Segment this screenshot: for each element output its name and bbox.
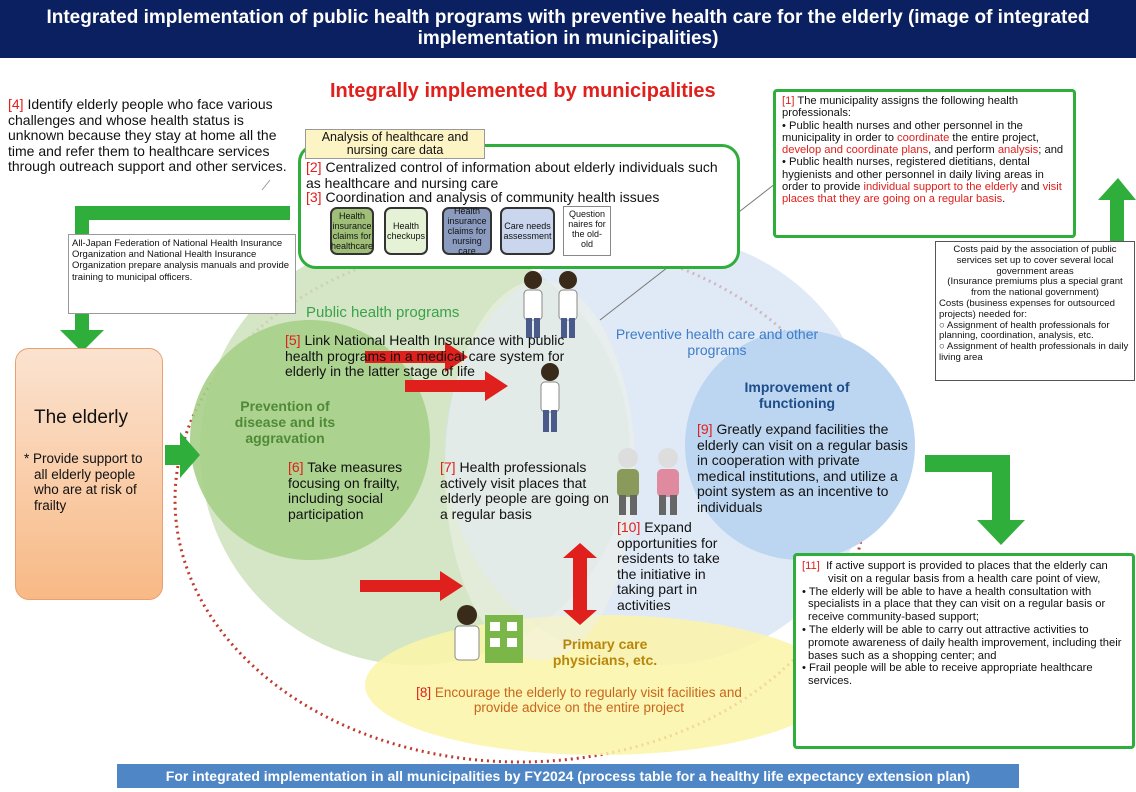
health-professionals-illustration: [523, 271, 578, 432]
item-9-text: Greatly expand facilities the elderly ca…: [697, 421, 908, 515]
costs-o2: ○ Assignment of health professionals in …: [939, 341, 1129, 363]
item-1-number: [1]: [782, 95, 795, 107]
item-6-text: Take measures focusing on frailty, inclu…: [288, 459, 403, 522]
doc-questionnaires: Question naires for the old-old: [563, 206, 611, 256]
item-8-text: Encourage the elderly to regularly visit…: [434, 685, 742, 715]
arrow-down-to-outcomes: [925, 455, 1025, 545]
item-10-number: [10]: [617, 519, 641, 535]
arrow-to-elderly: [60, 200, 290, 352]
item-4: [4] Identify elderly people who face var…: [8, 96, 298, 175]
item-2: [2] Centralized control of information a…: [306, 159, 736, 191]
item-1-bullet-2: • Public health nurses, registered dieti…: [782, 156, 1062, 206]
item-2-text: Centralized control of information about…: [306, 159, 718, 191]
item-4-number: [4]: [8, 96, 24, 112]
item-9: [9] Greatly expand facilities the elderl…: [697, 421, 909, 515]
item-11-bullet-text: The elderly will be able to have a healt…: [808, 585, 1106, 624]
item-11-bullet-text: The elderly will be able to carry out at…: [808, 623, 1122, 662]
item-10: [10] Expand opportunities for residents …: [617, 519, 739, 613]
arrow-elderly-to-programs: [165, 432, 200, 478]
item-5-text: Link National Health Insurance with publ…: [285, 332, 565, 379]
item-10-text: Expand opportunities for residents to ta…: [617, 519, 720, 613]
item-1-b2-red2: visit places that they are going on a re…: [782, 181, 1062, 206]
item-5: [5] Link National Health Insurance with …: [285, 332, 570, 380]
page-title: Integrated implementation of public heal…: [0, 0, 1136, 58]
costs-p3: Costs (business expenses for outsourced …: [939, 297, 1115, 320]
item-8-number: [8]: [416, 685, 432, 700]
item-11-bullet: • Frail people will be able to receive a…: [802, 662, 1093, 688]
item-3-text: Coordination and analysis of community h…: [325, 189, 660, 205]
item-1-b1-red2: develop and coordinate plans: [782, 144, 929, 157]
item-4-text: Identify elderly people who face various…: [8, 96, 287, 174]
item-1-b2-b: and: [1017, 181, 1043, 194]
prevention-inner-circle: [190, 320, 430, 560]
db-health-checkups: Health checkups: [384, 207, 428, 255]
item-1-b2-a: Public health nurses, registered dietiti…: [782, 156, 1044, 194]
costs-o1: ○ Assignment of health professionals for…: [939, 319, 1110, 342]
item-1-intro-text: The municipality assigns the following h…: [782, 95, 1019, 120]
item-1-bullet-1: • Public health nurses and other personn…: [782, 119, 1064, 157]
elderly-couple-illustration: [617, 448, 679, 515]
item-11-bullet-text: Frail people will be able to receive app…: [808, 662, 1093, 688]
item-6-number: [6]: [288, 459, 304, 475]
improvement-label: Improvement of functioning: [744, 379, 850, 411]
item-1-b2-red1: individual support to the elderly: [863, 181, 1018, 194]
item-5-number: [5]: [285, 332, 301, 348]
item-1-b2-c: .: [1002, 193, 1006, 206]
analysis-label: Analysis of healthcare and nursing care …: [305, 129, 485, 159]
elderly-title: The elderly: [34, 407, 128, 428]
item-11-bullet: • The elderly will be able to have a hea…: [802, 585, 1106, 624]
item-11-number: [11]: [802, 560, 820, 572]
item-1-b1-c: , and perform: [928, 144, 998, 157]
db-health-insurance-nursing: Health insurance claims for nursing care: [442, 206, 492, 256]
item-1-box: [1] The municipality assigns the followi…: [773, 89, 1076, 238]
item-1-b1-b: the entire project,: [949, 131, 1039, 144]
db-health-insurance-healthcare: Health insurance claims for healthcare: [330, 207, 374, 255]
item-11-intro-text: If active support is provided to places …: [826, 560, 1108, 585]
primary-care-label: Primary care physicians, etc.: [552, 636, 658, 668]
item-11-bullet: • The elderly will be able to carry out …: [802, 623, 1122, 662]
item-7-number: [7]: [440, 459, 456, 475]
preventive-label: Preventive health care and other program…: [615, 326, 819, 358]
public-health-label: Public health programs: [306, 304, 460, 321]
costs-box: Costs paid by the association of public …: [935, 241, 1135, 381]
item-1-b1-d: ; and: [1038, 144, 1064, 157]
item-8: [8] Encourage the elderly to regularly v…: [394, 685, 764, 715]
item-2-number: [2]: [306, 159, 322, 175]
costs-p1: Costs paid by the association of public …: [953, 244, 1117, 277]
item-1-intro: [1] The municipality assigns the followi…: [782, 95, 1067, 120]
item-7: [7] Health professionals actively visit …: [440, 459, 610, 522]
item-1-b1-a: Public health nurses and other personnel…: [782, 119, 1023, 144]
costs-p2: (Insurance premiums plus a special grant…: [947, 276, 1123, 299]
item-3: [3] Coordination and analysis of communi…: [306, 189, 736, 206]
item-3-number: [3]: [306, 189, 322, 205]
item-7-text: Health professionals actively visit plac…: [440, 459, 609, 522]
federation-note: All-Japan Federation of National Health …: [68, 234, 296, 314]
prevention-label: Prevention of disease and its aggravatio…: [234, 398, 336, 446]
red-arrows: [360, 342, 597, 625]
main-heading: Integrally implemented by municipalities: [330, 80, 716, 102]
item-11-box: [11] If active support is provided to pl…: [793, 553, 1135, 749]
item-11-intro: [11] If active support is provided to pl…: [802, 560, 1126, 586]
db-care-needs: Care needs assessment: [500, 207, 555, 255]
footer-banner: For integrated implementation in all mun…: [117, 764, 1019, 788]
elderly-box: The elderly * Provide support to all eld…: [15, 348, 163, 600]
item-6: [6] Take measures focusing on frailty, i…: [288, 459, 433, 522]
item-1-b1-red1: coordinate: [897, 131, 950, 144]
overlap-area: [445, 280, 635, 660]
item-11-bullets: • The elderly will be able to have a hea…: [802, 586, 1126, 688]
arrow-up-to-assignment: [1098, 178, 1136, 250]
elderly-note: * Provide support to all elderly people …: [24, 451, 143, 513]
improvement-circle: [685, 330, 915, 560]
primary-care-ellipse: [365, 615, 835, 755]
item-9-number: [9]: [697, 421, 713, 437]
item-1-b1-red3: analysis: [997, 144, 1039, 157]
doctor-and-facility-illustration: [454, 605, 523, 663]
